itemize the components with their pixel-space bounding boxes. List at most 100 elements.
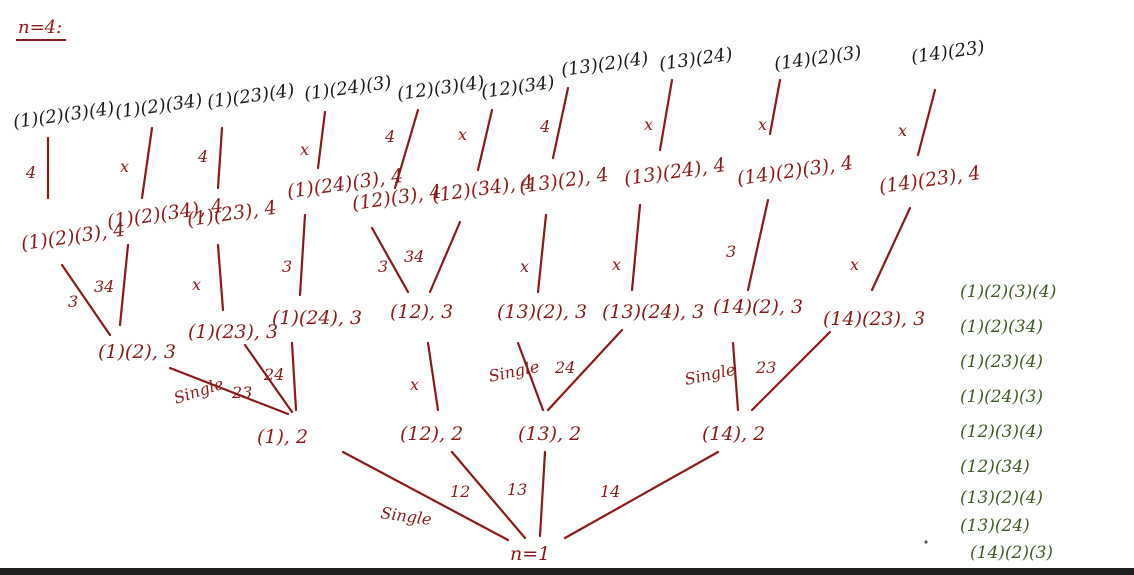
edge-label: x <box>898 121 907 140</box>
edge-l4c-l3b <box>216 243 225 312</box>
edges <box>46 78 937 542</box>
edge-label: 3 <box>726 242 736 261</box>
edge-l4d-l3c <box>298 213 307 297</box>
leaf-node: (1)(2)(34) <box>114 90 204 123</box>
leaf-node: (14)(2)(3) <box>773 42 863 75</box>
leaf-node: (1)(2)(3)(4) <box>12 98 116 133</box>
edge-l4g-l3e <box>536 213 548 294</box>
edge-label: 13 <box>507 480 527 499</box>
edge-label: x <box>192 275 201 294</box>
edge-l5e-l4e <box>393 108 420 190</box>
edge-l5i-l4i <box>768 78 782 136</box>
edge-label: x <box>612 255 621 274</box>
leaf-node: (12)(34) <box>480 72 556 103</box>
edge-label: Single <box>379 503 432 529</box>
edge-root-l2c <box>538 450 547 538</box>
edge-label: 4 <box>25 163 36 182</box>
leaf-node: (1)(23)(4) <box>206 80 296 113</box>
stray-dot <box>924 540 928 544</box>
edge-label: x <box>120 157 129 176</box>
leaf-node: (13)(2)(4) <box>560 48 650 81</box>
edge-l4e-l3d <box>370 226 410 294</box>
edge-label: 12 <box>450 482 470 501</box>
edge-l4h-l3f <box>630 203 642 292</box>
edge-l4j-l3h <box>870 206 912 292</box>
level3-node: (12), 3 <box>390 301 453 323</box>
edge-l3e-l2c <box>516 341 545 412</box>
edge-l3c-l2a <box>290 341 298 412</box>
level4-node: (13)(2), 4 <box>518 164 610 198</box>
leaf-node: (13)(24) <box>658 44 734 75</box>
level2-node: (1), 2 <box>257 426 308 448</box>
level3-node: (14)(23), 3 <box>823 308 925 330</box>
side-list-item: (1)(24)(3) <box>960 387 1043 407</box>
side-list-item: (1)(23)(4) <box>960 352 1043 372</box>
edge-label: 4 <box>384 127 395 146</box>
edge-label: 34 <box>404 247 424 266</box>
edge-label: 3 <box>378 257 388 276</box>
edge-root-l2d <box>563 450 720 540</box>
side-list-item: (1)(2)(34) <box>960 317 1043 337</box>
level3-node: (1)(24), 3 <box>272 307 362 329</box>
edge-label: 4 <box>539 117 550 136</box>
edge-l3d-l2b <box>426 341 440 412</box>
level4-node: (14)(23), 4 <box>878 162 982 198</box>
level2-node: (14), 2 <box>702 423 765 445</box>
edge-label: x <box>850 255 859 274</box>
side-list-item: (13)(24) <box>960 516 1030 536</box>
side-list: (1)(2)(3)(4) (1)(2)(34) (1)(23)(4) (1)(2… <box>960 282 1056 563</box>
edge-l3b-l2a <box>243 343 294 414</box>
level2-node: (13), 2 <box>518 423 581 445</box>
edge-label: 14 <box>600 482 620 501</box>
leaf-node: (14)(23) <box>910 37 986 68</box>
level3-node: (1)(2), 3 <box>98 341 176 363</box>
level2-node: (12), 2 <box>400 423 463 445</box>
edge-l4a-l3a <box>60 263 112 337</box>
edge-l5c-l4c <box>216 126 224 190</box>
side-list-item: (1)(2)(3)(4) <box>960 282 1056 302</box>
edge-root-l2a <box>341 450 510 542</box>
edge-l5f-l4f <box>476 108 494 172</box>
bottom-bar <box>0 568 1134 575</box>
edge-l5d-l4d <box>316 110 327 170</box>
edge-label: Single <box>683 360 737 389</box>
edge-label: 23 <box>755 358 776 377</box>
level3-node: (14)(2), 3 <box>713 296 803 318</box>
leaf-node: (12)(3)(4) <box>396 72 486 105</box>
level3-node: (13)(24), 3 <box>602 301 704 323</box>
edge-l3a-l2a <box>168 366 290 416</box>
edge-label: 3 <box>282 257 292 276</box>
level3-node: (13)(2), 3 <box>497 301 587 323</box>
level4-node: (14)(2)(3), 4 <box>736 152 855 190</box>
edge-root-l2b <box>450 450 527 540</box>
leaf-node: (1)(24)(3) <box>303 72 393 105</box>
edge-label: x <box>410 375 419 394</box>
edge-label: 3 <box>68 292 78 311</box>
edge-l5g-l4g <box>551 86 570 160</box>
side-list-item: (12)(34) <box>960 457 1030 477</box>
level4-node: (13)(24), 4 <box>623 154 727 190</box>
edge-label: 24 <box>263 365 284 384</box>
edge-label: x <box>300 140 309 159</box>
edge-label: 4 <box>197 147 208 166</box>
edge-l3f-l2c <box>546 328 624 412</box>
edge-label: x <box>644 115 653 134</box>
edge-label: 23 <box>231 383 252 402</box>
side-list-item: (13)(2)(4) <box>960 488 1043 508</box>
edge-l3h-l2d <box>750 330 832 412</box>
side-list-item: (14)(2)(3) <box>970 543 1053 563</box>
edge-l5h-l4h <box>658 78 674 152</box>
edge-l3g-l2d <box>731 341 740 412</box>
edge-label: 34 <box>94 277 114 296</box>
level3-node: (1)(23), 3 <box>188 321 278 343</box>
edge-label: x <box>520 257 529 276</box>
edge-label: x <box>758 115 767 134</box>
header-text: n=4: <box>18 17 62 38</box>
edge-label: 24 <box>554 358 575 377</box>
edge-l4i-l3g <box>746 198 770 292</box>
edge-l5j-l4j <box>916 88 937 157</box>
root-node: n=1 <box>510 543 550 565</box>
edge-l4f-l3d <box>428 220 462 294</box>
edge-label: x <box>458 125 467 144</box>
